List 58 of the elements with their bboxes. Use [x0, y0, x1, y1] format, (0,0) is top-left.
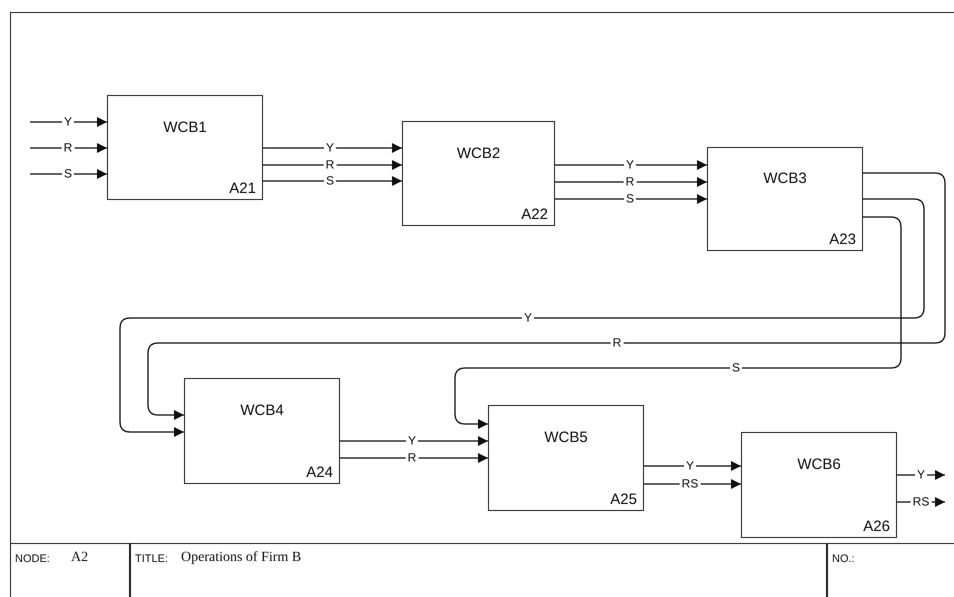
edge-label: Y — [406, 434, 418, 448]
activity-box — [184, 378, 340, 484]
edge-label: R — [324, 158, 336, 172]
edge-label: R — [610, 336, 624, 350]
field-value: Operations of Firm B — [181, 550, 302, 566]
field-caption: TITLE: — [135, 553, 168, 565]
arrow — [340, 436, 488, 446]
activity-number: A21 — [229, 180, 256, 197]
edge-label: Y — [62, 116, 74, 128]
arrow — [147, 172, 946, 420]
edge-label: RS — [910, 496, 932, 508]
arrow — [119, 198, 925, 437]
activity-number: A22 — [521, 206, 548, 223]
arrow — [30, 169, 107, 179]
field-caption: NODE: — [15, 553, 50, 565]
edge-label: Y — [624, 158, 636, 172]
edge-label: S — [324, 174, 336, 188]
arrow — [555, 194, 707, 204]
arrow — [30, 143, 107, 153]
edge-label: S — [62, 168, 74, 180]
field-caption: NO.: — [832, 553, 855, 565]
edge-label: S — [624, 192, 636, 206]
activity-name: WCB6 — [796, 456, 842, 473]
edge-label: Y — [324, 142, 336, 154]
activity-box — [107, 95, 263, 200]
activity-number: A26 — [863, 518, 890, 535]
activity-box — [402, 121, 555, 226]
activity-name: WCB2 — [456, 144, 502, 162]
activity-name: WCB3 — [762, 170, 808, 188]
activity-box — [488, 405, 644, 511]
activity-name: WCB5 — [543, 428, 589, 446]
arrow — [263, 176, 402, 186]
activity-number: A23 — [829, 231, 856, 248]
edge-label: S — [730, 362, 742, 374]
arrow — [644, 461, 741, 471]
activity-number: A24 — [306, 464, 333, 481]
activity-box — [707, 147, 863, 251]
arrow — [30, 117, 107, 127]
edge-label: Y — [522, 312, 534, 324]
activity-number: A25 — [610, 491, 637, 508]
field-value: A2 — [71, 550, 88, 566]
arrow — [644, 479, 741, 489]
arrow — [263, 160, 402, 170]
edge-label: Y — [684, 460, 696, 472]
arrow — [555, 177, 707, 187]
arrow — [454, 216, 902, 429]
arrow — [263, 143, 402, 153]
arrow — [340, 453, 488, 463]
activity-name: WCB1 — [162, 118, 208, 136]
edge-label: Y — [915, 468, 927, 482]
edge-label: R — [62, 142, 74, 154]
activity-box — [741, 432, 897, 538]
arrow — [897, 470, 945, 480]
edge-label: RS — [680, 478, 700, 490]
arrow — [555, 160, 707, 170]
edge-label: R — [624, 176, 636, 188]
activity-name: WCB4 — [239, 402, 285, 419]
edge-label: R — [406, 452, 418, 464]
